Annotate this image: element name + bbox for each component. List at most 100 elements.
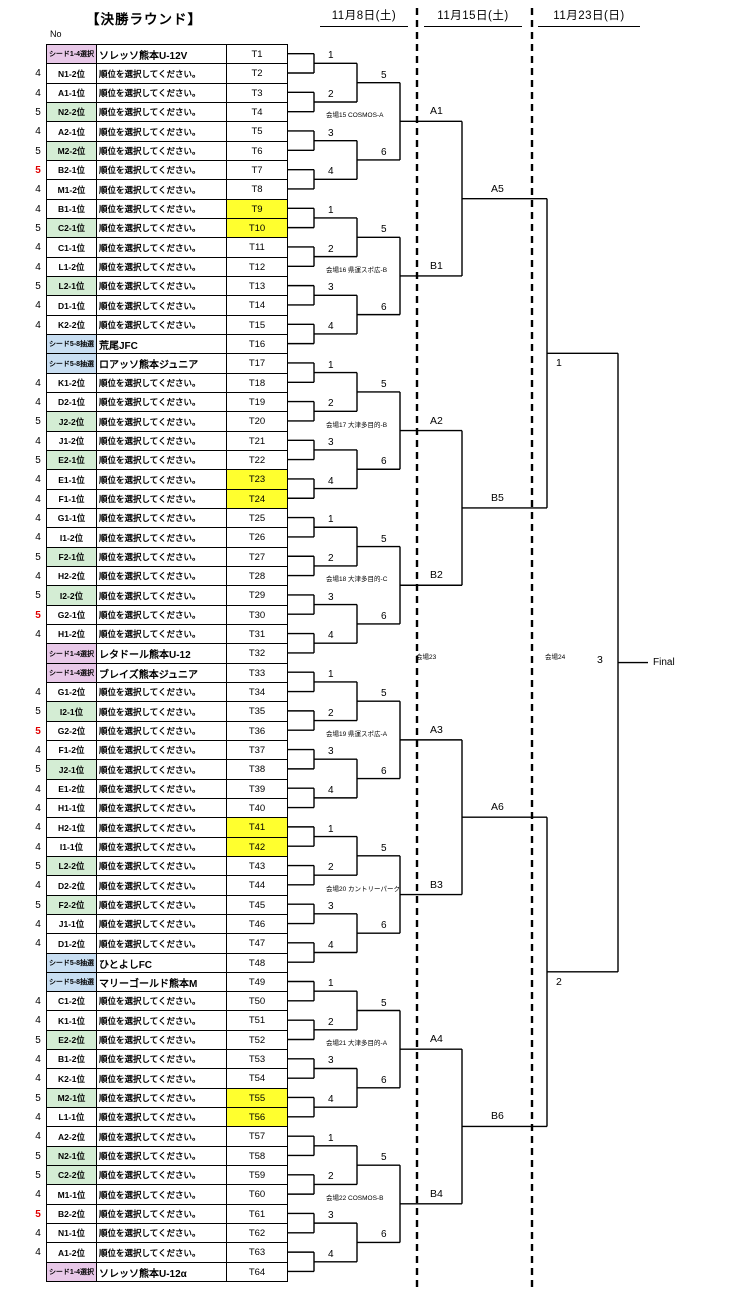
seed-position-label: N1-1位 <box>46 1223 97 1243</box>
rank-select-cell[interactable]: 順位を選択してください。 <box>96 817 227 838</box>
rank-select-cell[interactable]: 順位を選択してください。 <box>96 1030 227 1050</box>
rank-select-cell[interactable]: 順位を選択してください。 <box>96 682 227 702</box>
slot-code: T27 <box>226 547 288 567</box>
rank-select-cell[interactable]: 順位を選択してください。 <box>96 1223 227 1243</box>
group-team-count: 5 <box>35 416 41 427</box>
group-team-count: 4 <box>35 377 41 389</box>
rank-select-cell[interactable]: 順位を選択してください。 <box>96 1146 227 1166</box>
rank-select-cell[interactable]: 順位を選択してください。 <box>96 566 227 586</box>
rank-select-cell[interactable]: 順位を選択してください。 <box>96 991 227 1011</box>
rank-select-cell[interactable]: 順位を選択してください。 <box>96 798 227 818</box>
rank-select-cell[interactable]: 順位を選択してください。 <box>96 527 227 548</box>
group-team-count: 5 <box>35 145 41 157</box>
rank-select-cell[interactable]: 順位を選択してください。 <box>96 121 227 142</box>
rank-select-cell[interactable]: 順位を選択してください。 <box>96 701 227 722</box>
rank-select-cell[interactable]: 順位を選択してください。 <box>96 759 227 780</box>
group-team-count <box>30 334 46 354</box>
rank-select-cell[interactable]: 順位を選択してください。 <box>96 1242 227 1263</box>
seed-position-label: D2-2位 <box>46 875 97 896</box>
rank-select-cell[interactable]: 順位を選択してください。 <box>96 1068 227 1089</box>
rank-select-cell[interactable]: 順位を選択してください。 <box>96 508 227 528</box>
group-team-count: 5 <box>35 609 41 621</box>
rank-select-cell[interactable]: 順位を選択してください。 <box>96 160 227 180</box>
group-team-count: 5 <box>35 1092 41 1104</box>
rank-select-cell[interactable]: 順位を選択してください。 <box>96 740 227 760</box>
rank-select-cell[interactable]: 順位を選択してください。 <box>96 1126 227 1147</box>
rank-select-cell[interactable]: 順位を選択してください。 <box>96 218 227 238</box>
rank-select-cell[interactable]: 順位を選択してください。 <box>96 1184 227 1205</box>
slot-code: T34 <box>226 682 288 702</box>
rank-select-cell[interactable]: 順位を選択してください。 <box>96 895 227 915</box>
rank-select-cell[interactable]: 順位を選択してください。 <box>96 315 227 335</box>
rank-select-cell[interactable]: 順位を選択してください。 <box>96 1165 227 1185</box>
seed-position-label: N2-1位 <box>46 1146 97 1166</box>
rank-select-cell[interactable]: 順位を選択してください。 <box>96 295 227 316</box>
date-header-final: 11月23日(日) <box>538 7 640 27</box>
rank-select-cell[interactable]: 順位を選択してください。 <box>96 257 227 277</box>
rank-select-cell[interactable]: 順位を選択してください。 <box>96 1049 227 1069</box>
rank-select-cell[interactable]: 順位を選択してください。 <box>96 624 227 644</box>
seed-position-label: シード1-4選択 <box>46 643 97 664</box>
group-team-count: 4 <box>35 1247 41 1258</box>
team-name: ひとよしFC <box>96 953 227 973</box>
rank-select-cell[interactable]: 順位を選択してください。 <box>96 489 227 509</box>
rank-select-cell[interactable]: 順位を選択してください。 <box>96 837 227 857</box>
slot-code: T35 <box>226 701 288 722</box>
rank-select-cell[interactable]: 順位を選択してください。 <box>96 373 227 393</box>
rank-select-cell[interactable]: 順位を選択してください。 <box>96 585 227 606</box>
rank-select-cell[interactable]: 順位を選択してください。 <box>96 276 227 296</box>
slot-code: T46 <box>226 914 288 934</box>
slot-code: T38 <box>226 759 288 780</box>
rank-select-cell[interactable]: 順位を選択してください。 <box>96 179 227 200</box>
seed-position-label: E2-2位 <box>46 1030 97 1050</box>
rank-select-cell[interactable]: 順位を選択してください。 <box>96 469 227 490</box>
slot-code: T21 <box>226 431 288 451</box>
rank-select-cell[interactable]: 順位を選択してください。 <box>96 450 227 470</box>
slot-code: T10 <box>226 218 288 238</box>
seed-position-label: L2-1位 <box>46 276 97 296</box>
seed-position-label: G2-2位 <box>46 721 97 741</box>
group-team-count: 4 <box>35 126 41 137</box>
seed-position-label: H1-1位 <box>46 798 97 818</box>
rank-select-cell[interactable]: 順位を選択してください。 <box>96 199 227 219</box>
rank-select-cell[interactable]: 順位を選択してください。 <box>96 83 227 103</box>
rank-select-cell[interactable]: 順位を選択してください。 <box>96 102 227 122</box>
rank-select-cell[interactable]: 順位を選択してください。 <box>96 875 227 896</box>
slot-code: T23 <box>226 469 288 490</box>
seed-position-label: C2-2位 <box>46 1165 97 1185</box>
rank-select-cell[interactable]: 順位を選択してください。 <box>96 141 227 161</box>
rank-select-cell[interactable]: 順位を選択してください。 <box>96 1010 227 1031</box>
rank-select-cell[interactable]: 順位を選択してください。 <box>96 856 227 876</box>
rank-select-cell[interactable]: 順位を選択してください。 <box>96 392 227 412</box>
rank-select-cell[interactable]: 順位を選択してください。 <box>96 914 227 934</box>
rank-select-cell[interactable]: 順位を選択してください。 <box>96 63 227 84</box>
rank-select-cell[interactable]: 順位を選択してください。 <box>96 1088 227 1108</box>
group-team-count: 5 <box>35 280 41 292</box>
rank-select-cell[interactable]: 順位を選択してください。 <box>96 547 227 567</box>
rank-select-cell[interactable]: 順位を選択してください。 <box>96 933 227 954</box>
seed-position-label: H1-2位 <box>46 624 97 644</box>
no-column-header: No <box>50 29 62 39</box>
rank-select-cell[interactable]: 順位を選択してください。 <box>96 605 227 625</box>
rank-select-cell[interactable]: 順位を選択してください。 <box>96 1107 227 1127</box>
rank-select-cell[interactable]: 順位を選択してください。 <box>96 431 227 451</box>
rank-select-cell[interactable]: 順位を選択してください。 <box>96 721 227 741</box>
seed-position-label: I2-2位 <box>46 585 97 606</box>
rank-select-cell[interactable]: 順位を選択してください。 <box>96 779 227 799</box>
rank-select-cell[interactable]: 順位を選択してください。 <box>96 237 227 258</box>
rank-select-cell[interactable]: 順位を選択してください。 <box>96 1204 227 1224</box>
seed-position-label: N1-2位 <box>46 63 97 84</box>
rank-select-cell[interactable]: 順位を選択してください。 <box>96 411 227 432</box>
